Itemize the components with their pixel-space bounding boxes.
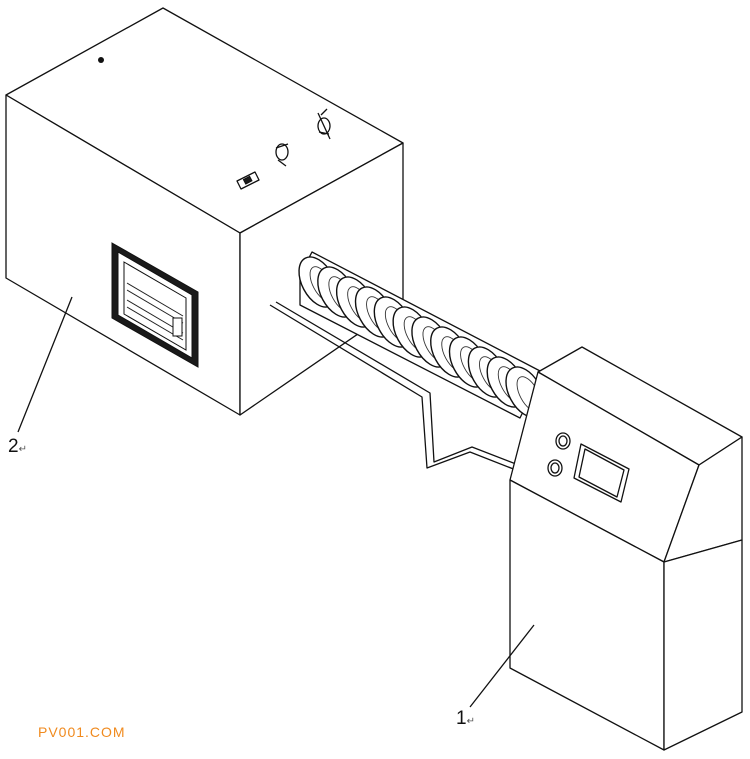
valve-fitting-icon: [317, 108, 331, 140]
connector-plate-icon: [236, 171, 260, 190]
callout-2-number: 2: [8, 436, 19, 457]
callout-1-return-mark: ↵: [466, 716, 475, 727]
display-screen: [573, 443, 630, 503]
watermark-text: PV001.COM: [38, 724, 126, 740]
power-button-icon[interactable]: [555, 432, 571, 450]
top-dot: [98, 57, 104, 63]
cabinet-part-1: [509, 346, 743, 751]
coil-tube: [298, 251, 545, 419]
support-bracket: [269, 301, 517, 471]
callout-2-return-mark: ↵: [18, 444, 27, 455]
leader-line-2: [17, 296, 73, 433]
callout-1-number: 1: [456, 708, 467, 729]
callout-label-2: 2↵: [8, 436, 27, 458]
box-part-2: [5, 7, 404, 416]
ring-fitting-icon: [275, 143, 289, 167]
front-window: [111, 242, 199, 368]
leader-line-1: [469, 624, 535, 708]
start-button-icon[interactable]: [547, 459, 563, 477]
callout-label-1: 1↵: [456, 708, 475, 730]
cabinet-lower-side: [663, 539, 743, 751]
